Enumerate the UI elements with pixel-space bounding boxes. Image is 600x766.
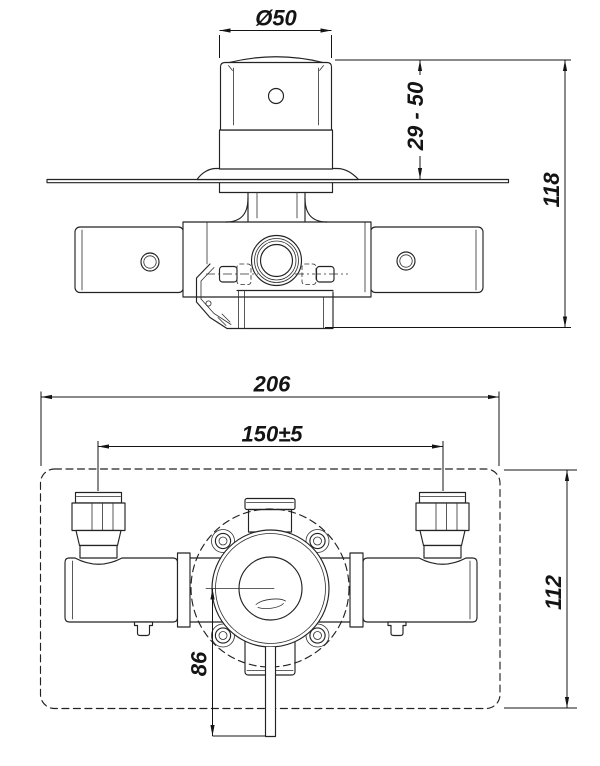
dim-outlet-86: 86 <box>187 588 266 737</box>
left-body-collar <box>176 552 191 628</box>
ear-top-left <box>211 529 235 553</box>
right-body-collar <box>349 552 364 628</box>
right-check-valve <box>295 263 348 285</box>
right-clip <box>387 621 407 637</box>
outlet-pipe <box>264 647 277 738</box>
right-inlet-pipe <box>369 226 484 294</box>
left-inlet-pipe <box>74 226 185 294</box>
escutcheon-flange <box>196 167 360 181</box>
spacing-label: 150±5 <box>241 422 303 447</box>
outlet-port <box>250 234 303 287</box>
diameter-label: Ø50 <box>255 6 297 31</box>
dim-width-206: 206 <box>40 372 500 466</box>
dim-height-118: 118 <box>325 59 571 328</box>
height-label: 118 <box>539 172 564 208</box>
ear-bottom-left <box>211 623 235 648</box>
left-check-valve <box>206 263 258 285</box>
right-inlet-nut <box>415 491 470 559</box>
dim-height-112: 112 <box>504 469 577 709</box>
top-view <box>46 56 510 330</box>
handle-dome-arc <box>228 56 324 64</box>
cap-screw-hole <box>267 87 285 105</box>
left-body-pipe <box>64 557 179 623</box>
brand-swoosh <box>255 598 286 605</box>
dim-diameter-50: Ø50 <box>219 6 332 58</box>
handle-cap <box>219 61 333 131</box>
dim-depth-29-50: 29 - 50 <box>403 60 428 179</box>
bottom-view <box>39 468 501 738</box>
left-clip <box>133 621 154 637</box>
outlet-label: 86 <box>187 651 212 676</box>
width-label: 206 <box>253 372 291 397</box>
ear-top-right <box>305 529 330 553</box>
recess-circle <box>190 508 350 668</box>
depth-label: 29 - 50 <box>403 81 428 151</box>
dim-spacing-150: 150±5 <box>97 422 444 491</box>
left-inlet-nut <box>71 491 126 559</box>
handle-base <box>218 129 334 170</box>
right-body-pipe <box>362 557 478 623</box>
box-height-label: 112 <box>541 574 566 610</box>
valve-face <box>205 529 330 648</box>
lower-housing <box>195 263 334 330</box>
